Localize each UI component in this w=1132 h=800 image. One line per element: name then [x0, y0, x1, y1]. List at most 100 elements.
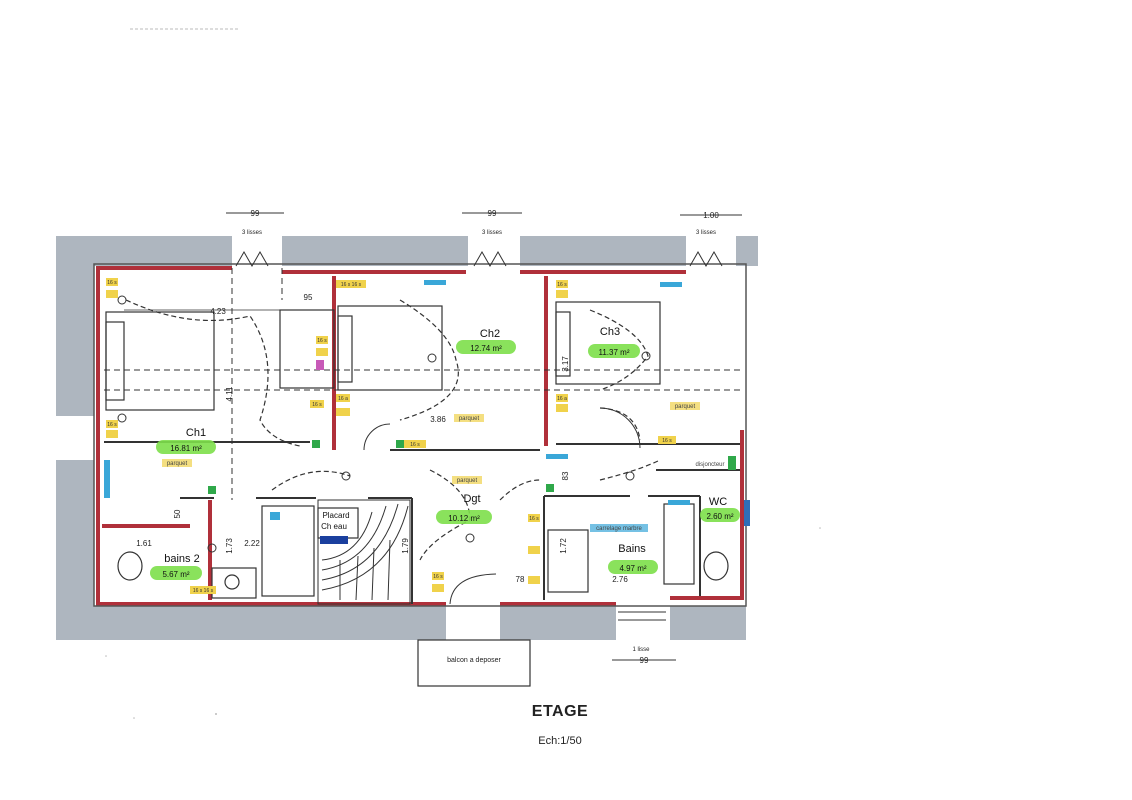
disjoncteur-label: disjoncteur: [695, 462, 724, 468]
toilet-bains2: [117, 551, 143, 581]
wall-top-3: [520, 236, 686, 266]
parquet-dgt: parquet: [457, 478, 478, 484]
top-dimensions: 99 3 lisses 99 3 lisses 1.00 3 lisses: [226, 209, 742, 236]
lisses-top-1: 3 lisses: [242, 230, 262, 236]
dim-411: 4.11: [225, 386, 234, 402]
electric-tags: 16 s 16 s 16 s 16 s 16 s 16 s 16 a 16 s …: [106, 278, 676, 594]
room-bains-name: Bains: [618, 543, 646, 555]
wall-top-2: [282, 236, 468, 266]
parquet-ch3: parquet: [675, 404, 696, 410]
dim-179: 1.79: [401, 538, 410, 554]
dim-276: 2.76: [612, 575, 628, 584]
area-highlights: [150, 340, 740, 580]
bed-ch3: [555, 301, 661, 385]
room-wc-name: WC: [709, 496, 727, 508]
room-ch2-name: Ch2: [480, 328, 500, 340]
wall-bottom-1: [94, 606, 446, 640]
staircase: [317, 499, 411, 605]
tag-13: 16 s 16 s: [193, 588, 214, 594]
parquet-ch2: parquet: [459, 416, 480, 422]
wall-top-1: [94, 236, 232, 266]
tag-5: 16 s: [312, 402, 322, 408]
dim-top-1: 99: [251, 209, 260, 218]
tag-7: 16 s: [410, 442, 420, 448]
sink-basin: [224, 574, 240, 590]
dim-172: 1.72: [559, 538, 568, 554]
dim-173: 1.73: [225, 538, 234, 554]
room-ch3-area: 11.37 m²: [599, 348, 630, 357]
wall-left-lower: [56, 460, 94, 640]
bed-ch2-pillow: [337, 315, 353, 383]
room-dgt-area: 10.12 m²: [448, 514, 480, 523]
exterior-walls: [56, 236, 758, 640]
dim-423: 4.23: [210, 307, 226, 316]
red-walls: [96, 266, 744, 606]
vanity-bains: [663, 503, 695, 585]
room-ch2-area: 12.74 m²: [470, 344, 502, 353]
room-ch1-name: Ch1: [186, 427, 206, 439]
red-wall-outer-left: [96, 266, 446, 606]
dim-386: 3.86: [430, 415, 446, 424]
placard-line2: Ch eau: [321, 522, 347, 531]
dim-317: 3.17: [561, 356, 570, 372]
door-arcs: [363, 407, 641, 605]
room-bains-area: 4.97 m²: [619, 564, 646, 573]
door-swings: [125, 299, 661, 561]
room-ch1-area: 16.81 m²: [170, 444, 202, 453]
placard-line1: Placard: [322, 511, 349, 520]
shower-bains2: [261, 505, 315, 597]
balcony: balcon a deposer: [417, 639, 531, 687]
markers: [104, 280, 750, 544]
wall-bottom-2: [500, 606, 616, 640]
room-dgt-name: Dgt: [463, 493, 480, 505]
dim-top-3: 1.00: [703, 211, 719, 220]
tag-9: 16 a: [557, 396, 567, 402]
dim-bottom-1: 99: [640, 656, 649, 665]
tag-3: 16 s 16 s: [341, 282, 362, 288]
tag-2: 16 s: [107, 422, 117, 428]
plan-scale: Ech:1/50: [538, 735, 582, 747]
dashed-lines: [104, 268, 740, 500]
room-labels: Ch1 16.81 m² Ch2 12.74 m² Ch3 11.37 m² D…: [162, 326, 733, 579]
windows: [235, 250, 723, 621]
room-wc-area: 2.60 m²: [706, 512, 733, 521]
plan-title: ETAGE: [531, 703, 589, 720]
dim-83: 83: [561, 471, 570, 480]
furniture: [105, 301, 729, 599]
tag-4: 16 s: [317, 338, 327, 344]
shower-bains: [547, 529, 589, 593]
parquet-labels: parquet parquet parquet parquet disjonct…: [162, 402, 725, 532]
tag-8: 16 s: [557, 282, 567, 288]
room-bains2-area: 5.67 m²: [162, 570, 189, 579]
balcony-label: balcon a deposer: [447, 657, 501, 664]
dim-top-2: 99: [488, 209, 497, 218]
tag-6: 16 a: [338, 396, 348, 402]
sink-bains2: [211, 567, 257, 599]
bed-ch1-pillow: [105, 321, 125, 401]
carrelage-label: carrelage marbre: [596, 526, 642, 532]
bed-ch3-pillow: [555, 311, 571, 377]
tag-12: 16 s: [433, 574, 443, 580]
tag-11: 16 s: [529, 516, 539, 522]
lisses-top-3: 3 lisses: [696, 230, 716, 236]
tag-1: 16 s: [107, 280, 117, 286]
light-points: [117, 295, 651, 553]
wall-left-upper: [56, 236, 94, 416]
lisses-top-2: 3 lisses: [482, 230, 502, 236]
bed-ch1: [105, 311, 215, 411]
red-wall-bottom-3: [670, 430, 744, 600]
room-bains2-name: bains 2: [164, 553, 199, 565]
room-ch3-name: Ch3: [600, 326, 620, 338]
dim-222: 2.22: [244, 539, 260, 548]
dim-95: 95: [304, 293, 313, 302]
scan-specks: [105, 527, 821, 719]
bottom-dimensions: 1 lisse 99: [612, 647, 676, 665]
dimension-annotations: 4.23 4.11 95 3.86 3.17 50 1.61 1.73 2.22…: [124, 293, 628, 584]
wall-top-4: [736, 236, 758, 266]
lisse-bottom: 1 lisse: [632, 647, 650, 653]
dim-50: 50: [173, 509, 182, 518]
dim-161: 1.61: [136, 539, 152, 548]
tag-10: 16 s: [662, 438, 672, 444]
parquet-ch1: parquet: [167, 461, 188, 467]
